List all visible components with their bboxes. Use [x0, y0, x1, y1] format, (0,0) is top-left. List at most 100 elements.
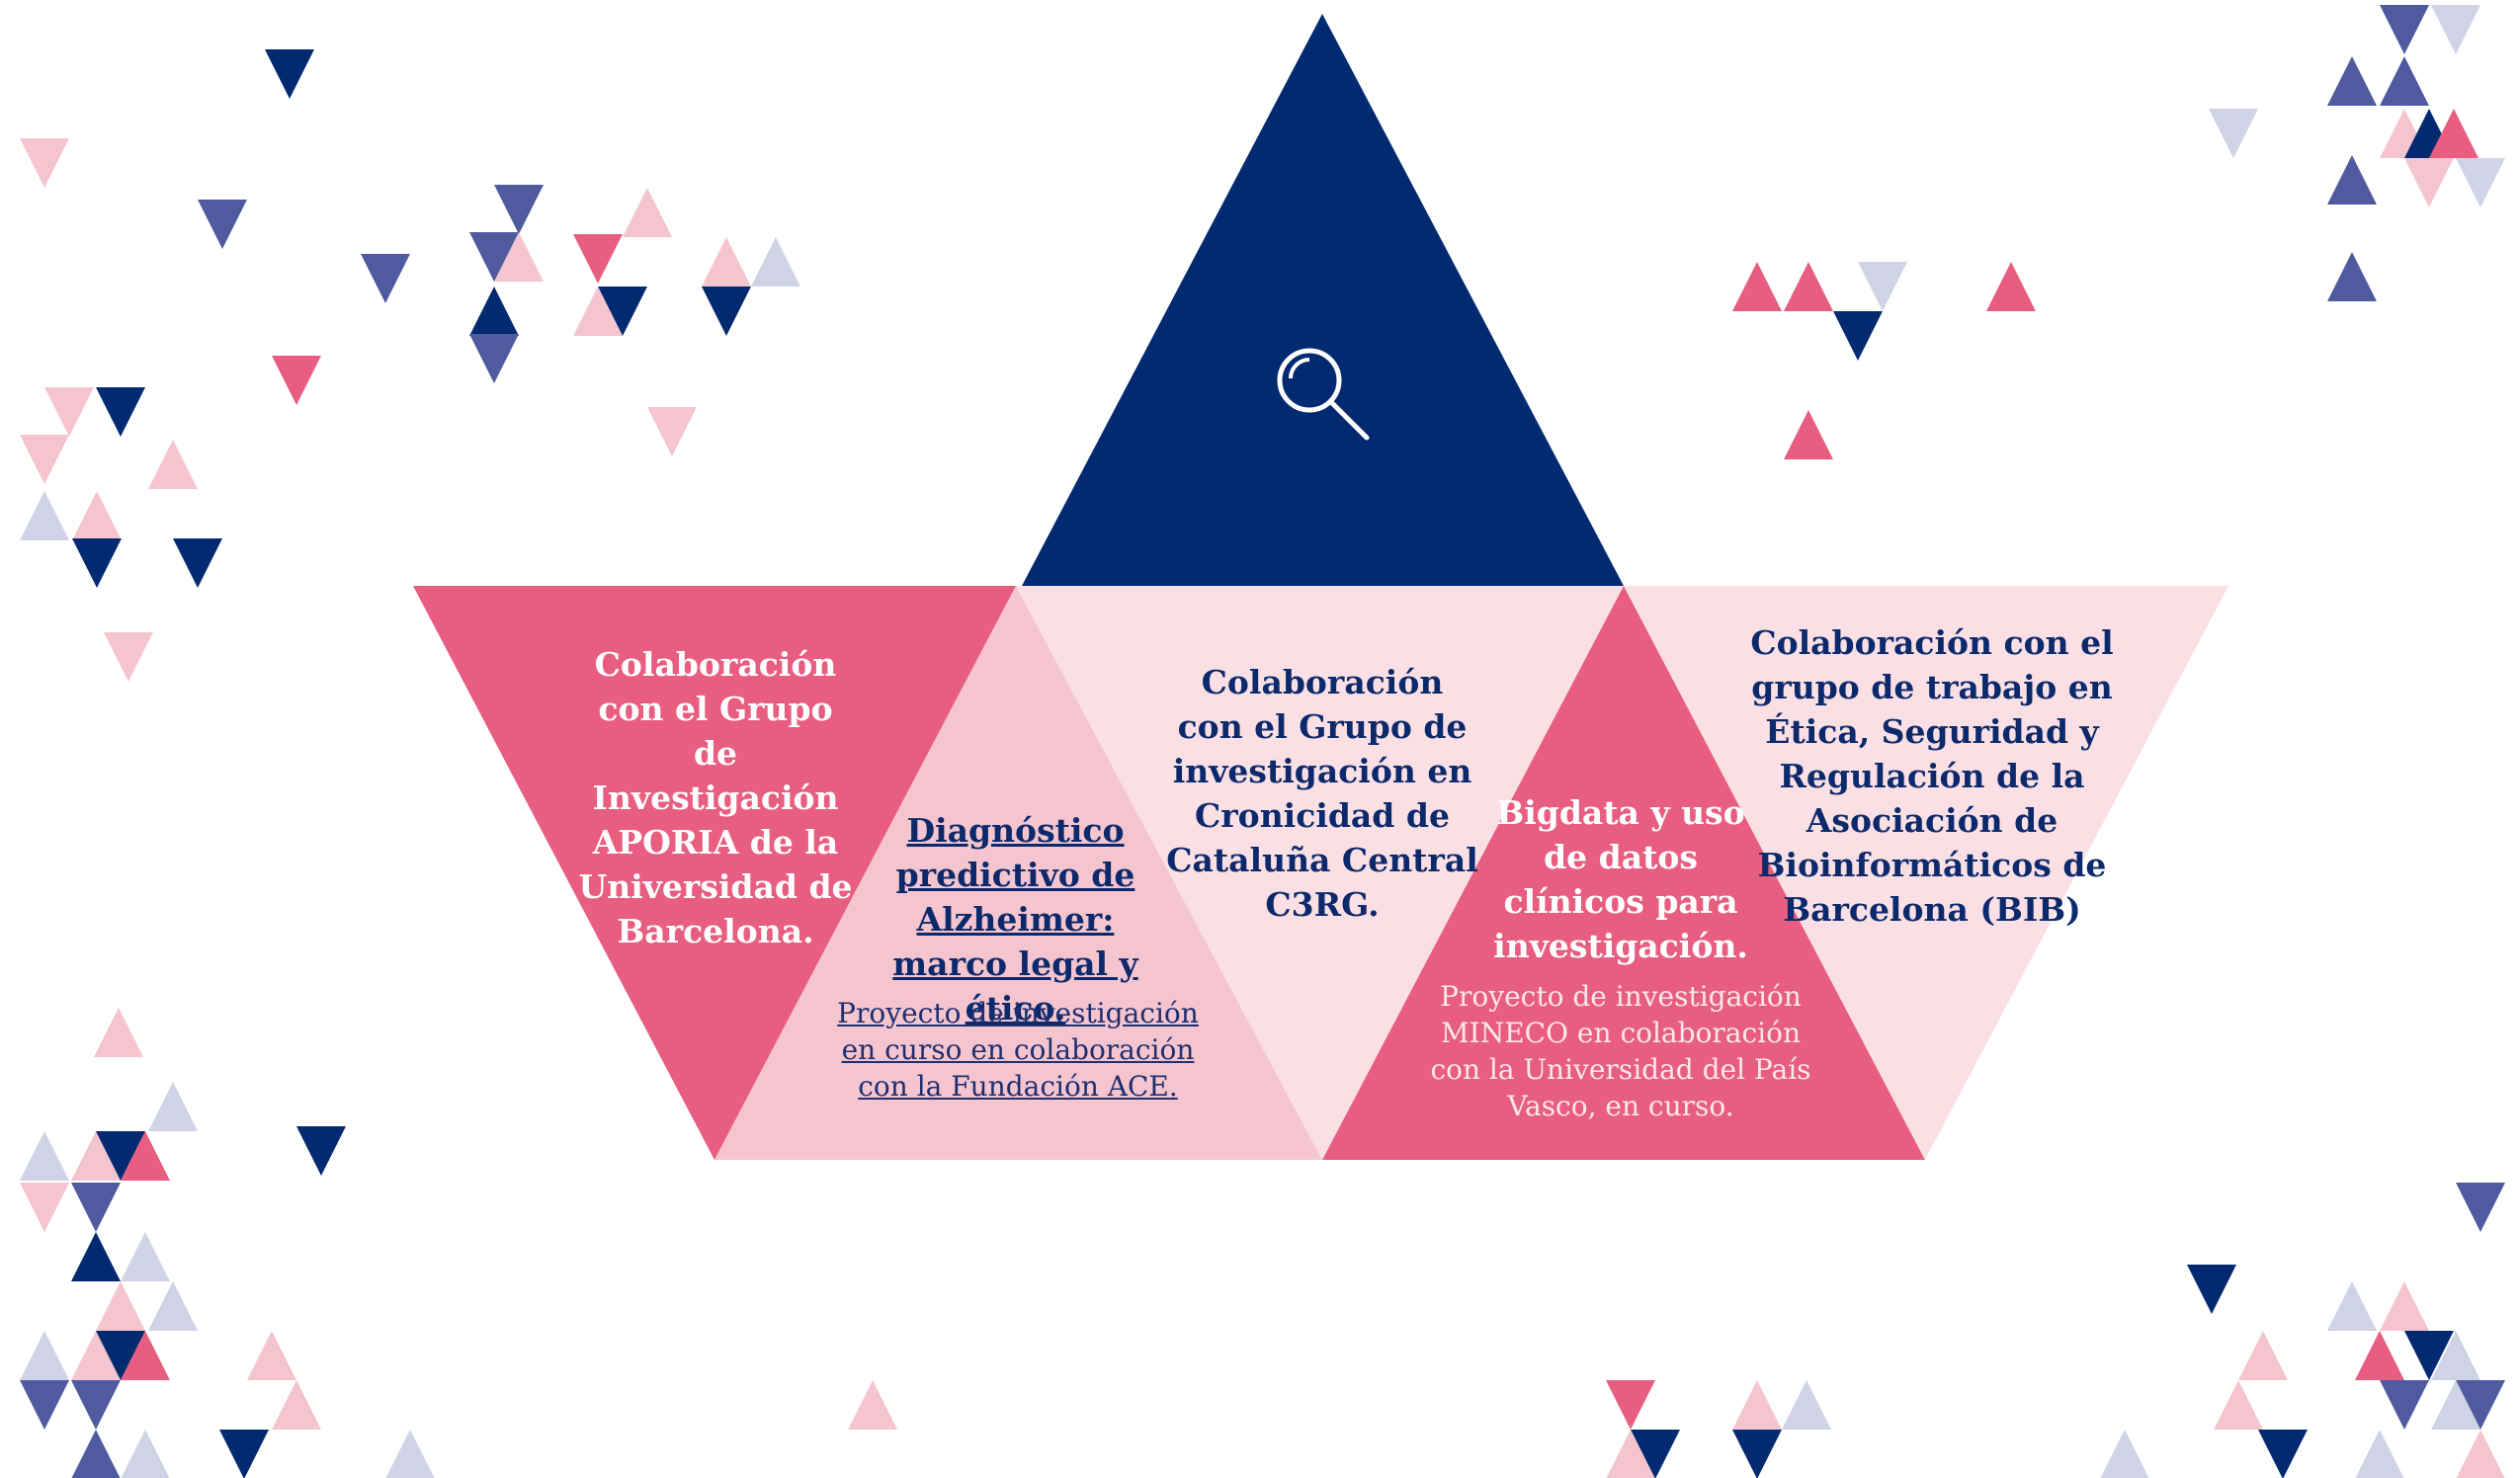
decorative-triangle — [20, 1183, 69, 1232]
decorative-triangle — [2404, 158, 2454, 207]
decorative-triangle — [265, 49, 314, 99]
panel-aporia-title: Colaboración con el Grupo de Investigaci… — [578, 645, 853, 950]
decorative-triangle — [2380, 1380, 2429, 1430]
decorative-triangle — [148, 440, 198, 489]
decorative-triangle — [1784, 262, 1833, 311]
top-navy-triangle — [1022, 14, 1624, 586]
decorative-triangle — [72, 491, 122, 540]
decorative-triangle — [1631, 1430, 1680, 1478]
decorative-triangle — [573, 234, 623, 284]
decorative-triangle — [20, 491, 69, 540]
decorative-triangle — [494, 232, 544, 282]
decorative-triangle — [702, 237, 751, 287]
decorative-triangle — [72, 538, 122, 588]
decorative-triangle — [2238, 1331, 2288, 1380]
decorative-triangle — [2456, 1183, 2505, 1232]
decorative-triangles — [20, 5, 2505, 1478]
decorative-triangle — [104, 632, 153, 682]
decorative-triangle — [71, 1131, 121, 1181]
decorative-triangle — [1732, 1430, 1782, 1478]
decorative-triangle — [121, 1430, 170, 1478]
decorative-triangle — [2327, 155, 2377, 205]
decorative-triangle — [247, 1331, 296, 1380]
decorative-triangle — [96, 1331, 145, 1380]
decorative-triangle — [598, 287, 647, 336]
decorative-triangle — [96, 387, 145, 437]
decorative-triangle — [71, 1183, 121, 1232]
decorative-triangle — [20, 435, 69, 484]
decorative-triangle — [2209, 109, 2258, 158]
decorative-triangle — [2431, 1331, 2480, 1380]
decorative-triangle — [469, 287, 519, 336]
decorative-triangle — [121, 1331, 170, 1380]
decorative-triangle — [44, 387, 94, 437]
decorative-triangle — [702, 287, 751, 336]
decorative-triangle — [2456, 1380, 2505, 1430]
decorative-triangle — [2327, 252, 2377, 301]
decorative-triangle — [148, 1281, 198, 1331]
panel-alzheimer-title[interactable]: Diagnóstico predictivo de Alzheimer: mar… — [892, 811, 1138, 1027]
decorative-triangle — [272, 1380, 321, 1430]
decorative-triangle — [2327, 56, 2377, 106]
decorative-triangle — [96, 1281, 145, 1331]
decorative-triangle — [148, 1082, 198, 1131]
decorative-triangle — [2456, 158, 2505, 207]
decorative-triangle — [20, 1331, 69, 1380]
decorative-triangle — [272, 356, 321, 405]
decorative-triangle — [2327, 1281, 2377, 1331]
decorative-triangle — [2355, 1430, 2404, 1478]
panel-aporia-triangle — [413, 586, 1016, 1160]
decorative-triangle — [1858, 262, 1907, 311]
decorative-triangle — [71, 1380, 121, 1430]
panel-bib-title: Colaboración con el grupo de trabajo en … — [1750, 623, 2114, 929]
decorative-triangle — [1606, 1430, 1655, 1478]
panel-c3rg-title: Colaboración con el Grupo de investigaci… — [1166, 663, 1478, 924]
panel-bigdata-triangle — [1322, 586, 1925, 1160]
decorative-triangle — [1784, 410, 1833, 459]
decorative-triangle — [2100, 1430, 2149, 1478]
decorative-triangle — [71, 1430, 121, 1478]
decorative-triangle — [573, 287, 623, 336]
decorative-triangle — [1732, 262, 1782, 311]
decorative-triangle — [2380, 56, 2429, 106]
decorative-triangle — [2214, 1380, 2263, 1430]
panel-alzheimer-subtitle[interactable]: Proyecto de investigación en curso en co… — [837, 997, 1199, 1103]
decorative-triangle — [198, 200, 247, 249]
panel-bigdata-title: Bigdata y uso de datos clínicos para inv… — [1493, 793, 1748, 965]
decorative-triangle — [219, 1430, 269, 1478]
decorative-triangle — [296, 1126, 346, 1176]
decorative-triangle — [1782, 1380, 1831, 1430]
decorative-triangle — [1606, 1380, 1655, 1430]
decorative-triangle — [173, 538, 222, 588]
decorative-triangle — [96, 1131, 145, 1181]
decorative-triangle — [848, 1380, 897, 1430]
decorative-triangle — [20, 1380, 69, 1430]
decorative-triangle — [94, 1008, 143, 1057]
decorative-triangle — [2429, 109, 2478, 158]
decorative-triangle — [2258, 1430, 2308, 1478]
decorative-triangle — [71, 1232, 121, 1281]
panel-bib-triangle — [1624, 586, 2228, 1160]
panel-c3rg-triangle — [1016, 586, 1624, 1160]
decorative-triangle — [2380, 5, 2429, 54]
decorative-triangle — [647, 407, 697, 456]
decorative-triangle — [2431, 5, 2480, 54]
decorative-triangle — [1986, 262, 2036, 311]
search-icon — [1277, 348, 1370, 441]
decorative-triangle — [2355, 1331, 2404, 1380]
decorative-triangle — [623, 188, 672, 237]
decorative-triangle — [1833, 311, 1883, 361]
panel-alzheimer-triangle — [714, 586, 1322, 1160]
decorative-triangle — [751, 237, 800, 287]
decorative-triangle — [121, 1232, 170, 1281]
decorative-triangle — [2380, 1281, 2429, 1331]
decorative-triangle — [71, 1331, 121, 1380]
panel-bigdata-subtitle: Proyecto de investigación MINECO en cola… — [1430, 980, 1811, 1122]
decorative-triangle — [469, 334, 519, 383]
decorative-triangle — [2404, 1331, 2454, 1380]
decorative-triangle — [469, 232, 519, 282]
decorative-triangle — [20, 138, 69, 188]
decorative-triangle — [2456, 1430, 2505, 1478]
decorative-triangle — [361, 254, 410, 303]
